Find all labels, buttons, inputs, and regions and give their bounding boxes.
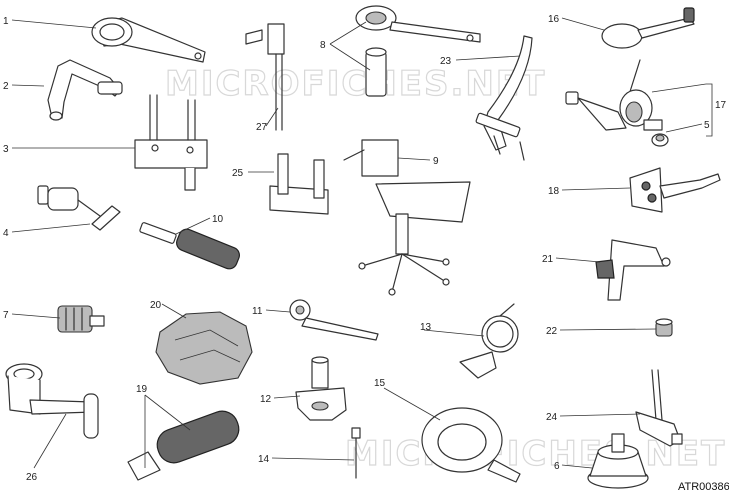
callout-8: 8 — [320, 40, 326, 51]
part-5-disc-adapter — [651, 133, 669, 147]
callout-3: 3 — [3, 144, 9, 155]
part-16-strap-wrench — [601, 7, 695, 49]
callout-27: 27 — [256, 122, 268, 133]
part-3-stud-bracket — [134, 94, 208, 191]
part-14-rod — [351, 427, 361, 479]
callout-15: 15 — [374, 378, 386, 389]
part-4-t-handle-puller — [37, 185, 121, 231]
callout-13: 13 — [420, 322, 432, 333]
part-23-arc-arm — [475, 35, 533, 161]
callout-25: 25 — [232, 168, 244, 179]
callout-11: 11 — [252, 306, 263, 317]
callout-9: 9 — [433, 156, 439, 167]
part-2-hook-bar — [47, 59, 123, 121]
part-18-support-bracket — [629, 167, 721, 213]
part-25-u-frame — [269, 153, 329, 215]
part-17-bearing-press-assembly — [565, 59, 663, 131]
callout-16: 16 — [548, 14, 560, 25]
callout-2: 2 — [3, 81, 9, 92]
part-27-wing-pin — [245, 23, 285, 131]
part-20-cover — [155, 311, 253, 385]
callout-19: 19 — [136, 384, 148, 395]
part-15-ring-holder — [421, 407, 521, 483]
callout-23: 23 — [440, 56, 452, 67]
callout-12: 12 — [260, 394, 272, 405]
callout-24: 24 — [546, 412, 558, 423]
part-1-ring-spanner — [91, 17, 206, 63]
callout-18: 18 — [548, 186, 560, 197]
part-24-t-bar — [635, 369, 683, 447]
callouts: 1 2 3 4 5 6 7 8 9 10 11 12 13 14 15 16 1… — [3, 14, 727, 483]
callout-5: 5 — [704, 120, 710, 131]
callout-10: 10 — [212, 214, 224, 225]
callout-26: 26 — [26, 472, 38, 483]
part-19-grip-sleeve — [127, 410, 240, 481]
callout-7: 7 — [3, 310, 9, 321]
part-9-engine-stand — [343, 139, 471, 296]
part-13-dial-gauge — [459, 303, 519, 379]
callout-4: 4 — [3, 228, 9, 239]
callout-20: 20 — [150, 300, 162, 311]
part-10-knurled-drift — [139, 222, 240, 270]
callout-21: 21 — [542, 254, 554, 265]
watermark-top: MICROFICHES.NET — [165, 64, 546, 104]
part-11-hook-spanner — [289, 299, 379, 341]
leader-lines — [11, 17, 713, 469]
callout-14: 14 — [258, 454, 270, 465]
part-21-bracket — [595, 239, 671, 301]
callout-17: 17 — [715, 100, 727, 111]
callout-22: 22 — [546, 326, 558, 337]
part-12-bearing-puller — [295, 356, 347, 421]
part-26-crank-handle — [5, 363, 99, 439]
part-7-threaded-pin — [57, 305, 105, 333]
part-6-bell-base — [587, 433, 649, 489]
callout-6: 6 — [554, 461, 560, 472]
part-8-pin-spanner — [355, 5, 481, 97]
reference-code: ATR00386 — [678, 481, 729, 493]
part-22-nut — [655, 318, 673, 337]
callout-1: 1 — [3, 16, 9, 27]
